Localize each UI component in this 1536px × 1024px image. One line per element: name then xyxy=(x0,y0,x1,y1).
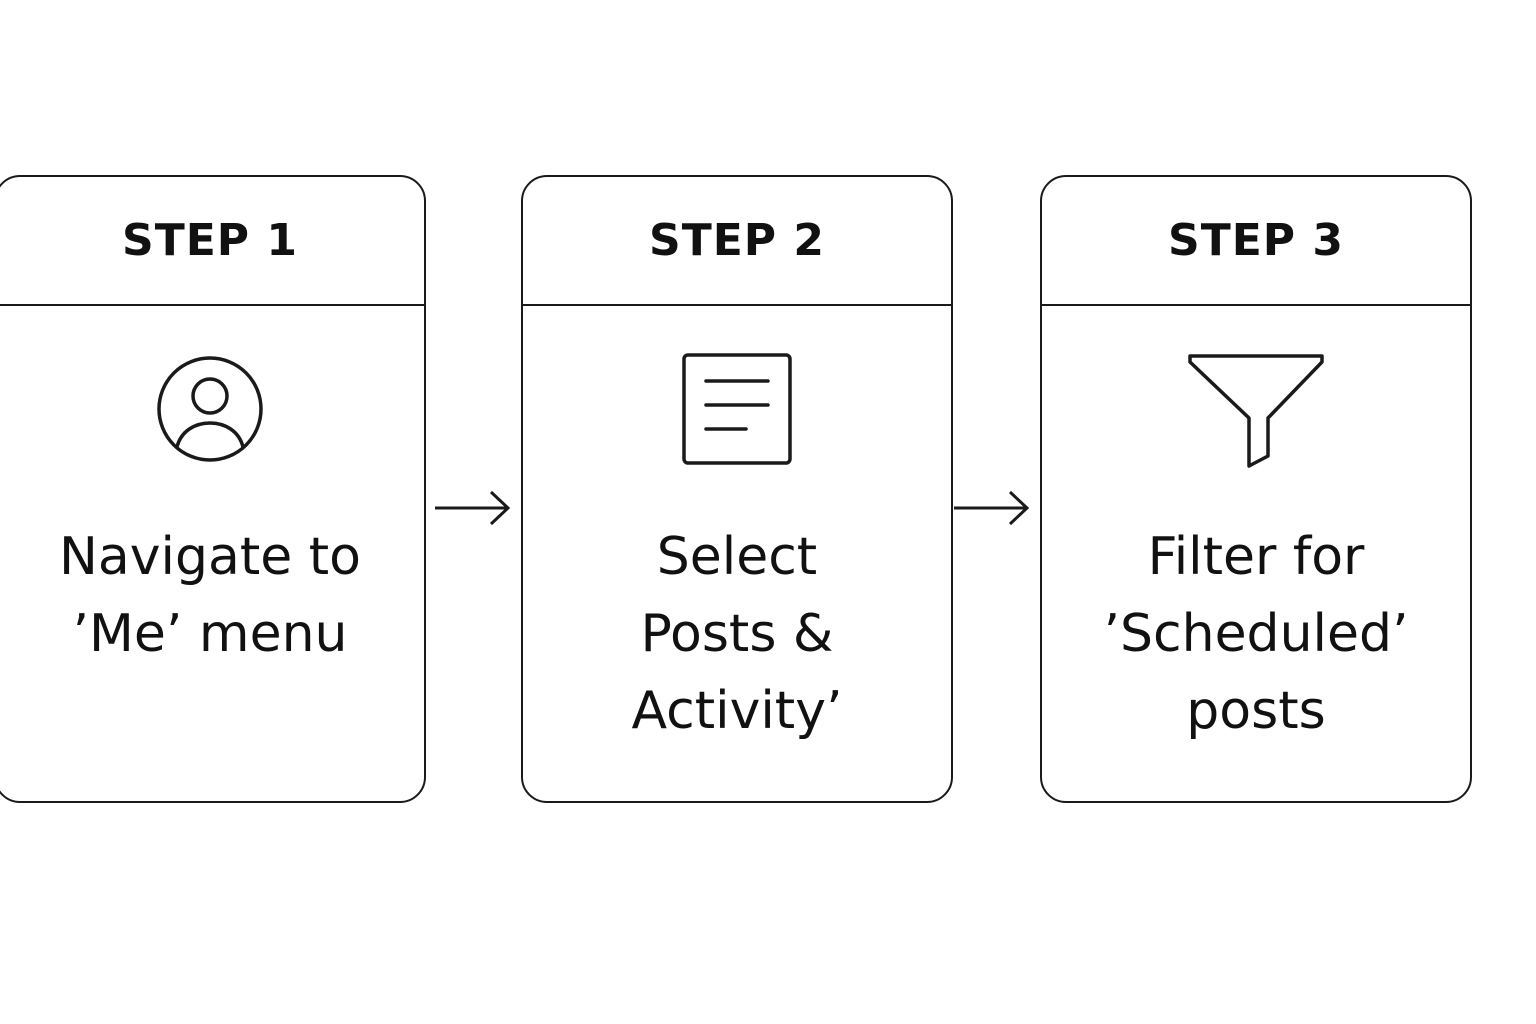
filter-funnel-icon xyxy=(1188,354,1324,468)
step-1-label: STEP 1 xyxy=(122,215,298,266)
step-2-text-line: Posts & xyxy=(640,604,834,664)
step-1-card: STEP 1 Navigate to ’Me’ menu xyxy=(0,175,426,803)
step-3-text: Filter for ’Scheduled’ posts xyxy=(1062,519,1450,750)
step-1-text-line: ’Me’ menu xyxy=(72,604,348,664)
step-3-label: STEP 3 xyxy=(1168,215,1344,266)
user-profile-icon xyxy=(157,356,263,462)
step-1-header: STEP 1 xyxy=(0,177,424,306)
arrow-right-icon xyxy=(435,490,511,526)
step-2-card: STEP 2 Select Posts & Activity’ xyxy=(521,175,953,803)
step-2-text-line: Select xyxy=(656,527,818,587)
step-2-header: STEP 2 xyxy=(523,177,951,306)
step-3-card: STEP 3 Filter for ’Scheduled’ posts xyxy=(1040,175,1472,803)
step-2-text: Select Posts & Activity’ xyxy=(543,519,931,750)
step-2-text-line: Activity’ xyxy=(631,681,843,741)
step-1-text-line: Navigate to xyxy=(59,527,361,587)
step-3-header: STEP 3 xyxy=(1042,177,1470,306)
step-3-text-line: ’Scheduled’ xyxy=(1103,604,1409,664)
arrow-right-icon xyxy=(954,490,1030,526)
step-3-text-line: posts xyxy=(1186,681,1326,741)
document-icon xyxy=(682,353,792,465)
step-2-label: STEP 2 xyxy=(649,215,825,266)
step-3-text-line: Filter for xyxy=(1147,527,1365,587)
step-1-text: Navigate to ’Me’ menu xyxy=(16,519,404,673)
